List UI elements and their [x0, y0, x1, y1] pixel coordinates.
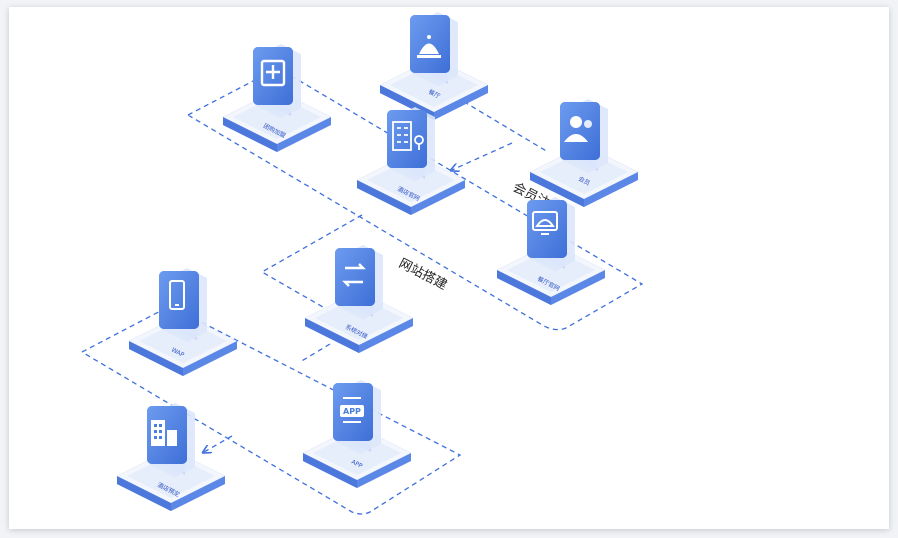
caption-website-building: 网站搭建 [396, 255, 450, 293]
middle-connector [260, 214, 363, 318]
phone-icon [169, 280, 185, 310]
node-hotel-booking[interactable]: 酒店预定 [117, 403, 225, 511]
top-network-frame [187, 67, 644, 331]
node-hotel-site[interactable]: 酒店官网 [357, 107, 465, 215]
node-app[interactable]: APP APP [303, 380, 411, 488]
member-hotel-link [452, 142, 513, 170]
connection-lines [81, 67, 644, 515]
wap-booking-link [204, 435, 233, 452]
sync-arrows-icon [342, 263, 366, 287]
ticket-icon [260, 59, 286, 87]
sync-wap-link [299, 343, 331, 363]
monitor-cloche-icon [532, 211, 558, 235]
users-icon [564, 116, 592, 142]
building-icon [151, 420, 177, 446]
node-group-booking[interactable]: 团购加盟 [223, 44, 331, 152]
node-restaurant-site[interactable]: 餐厅官网 [497, 197, 605, 305]
bottom-network-frame [81, 305, 462, 515]
label-app: APP [350, 459, 364, 471]
app-icon: APP [340, 397, 364, 423]
node-restaurant[interactable]: 餐厅 [380, 12, 488, 120]
node-system-sync[interactable]: 系统对接 [305, 245, 413, 353]
node-wap[interactable]: WAP [129, 268, 237, 376]
restaurant-member-link [455, 96, 549, 153]
node-member[interactable]: 会员 [530, 99, 638, 207]
hotel-icon [392, 121, 424, 151]
svg-text:APP: APP [343, 407, 361, 416]
cloche-icon [417, 35, 441, 58]
